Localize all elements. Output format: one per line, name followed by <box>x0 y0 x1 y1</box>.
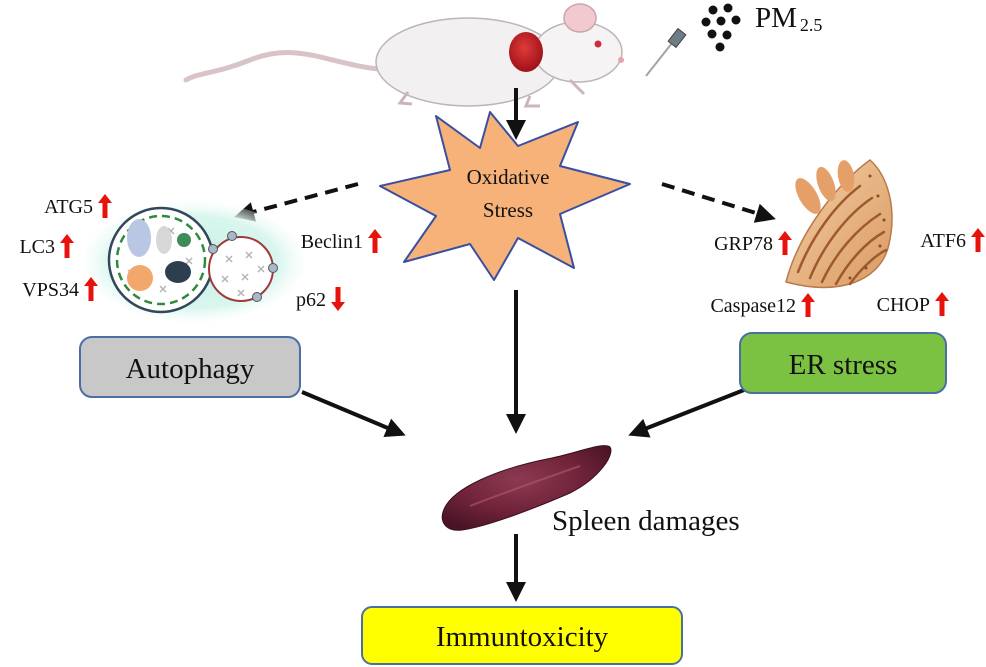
endoplasmic-reticulum-illustration <box>785 159 893 289</box>
oxidative-stress-line1: Oxidative <box>467 165 550 189</box>
marker-lc3: LC3 <box>19 234 74 258</box>
mouse-leg <box>523 95 540 108</box>
mouse-leg <box>568 78 586 96</box>
mouse-ear <box>563 3 597 33</box>
up-arrow-icon <box>60 234 74 258</box>
mouse-nose <box>618 57 624 63</box>
up-arrow-icon <box>971 228 985 252</box>
up-arrow-icon <box>368 229 382 253</box>
er-stress-box <box>739 332 947 394</box>
arrow-stress-to-er <box>661 182 776 223</box>
up-arrow-icon <box>84 277 98 301</box>
autophagosome-illustration <box>84 202 304 322</box>
immunotoxicity-label: Immuntoxicity <box>436 621 609 653</box>
marker-caspase12: Caspase12 <box>710 293 815 317</box>
marker-label: ATF6 <box>920 230 966 252</box>
marker-chop: CHOP <box>877 292 949 316</box>
mouse-eye <box>594 40 602 48</box>
marker-label: GRP78 <box>714 233 773 255</box>
mouse-leg <box>397 91 413 106</box>
syringe-icon <box>645 27 687 77</box>
exposure-wound <box>509 32 543 72</box>
marker-label: Caspase12 <box>710 295 796 317</box>
pm-particles-icon <box>701 3 741 52</box>
down-arrow-icon <box>331 287 345 311</box>
up-arrow-icon <box>98 194 112 218</box>
up-arrow-icon <box>778 231 792 255</box>
mouse-tail <box>183 50 391 83</box>
autophagy-box <box>79 336 301 398</box>
oxidative-stress-line2: Stress <box>483 198 533 222</box>
marker-label: VPS34 <box>22 279 79 301</box>
marker-label: LC3 <box>19 236 55 258</box>
autophagy-markers: ATG5 LC3 VPS34 Beclin1 p62 <box>19 194 382 311</box>
er-stress-label: ER stress <box>789 349 898 381</box>
spleen-illustration <box>441 445 612 531</box>
oxidative-stress-burst <box>379 111 631 281</box>
immunotoxicity-box <box>361 606 683 665</box>
up-arrow-icon <box>801 293 815 317</box>
marker-label: CHOP <box>877 294 930 316</box>
marker-beclin1: Beclin1 <box>301 229 382 253</box>
arrow-er-to-spleen <box>628 388 745 438</box>
marker-p62: p62 <box>296 287 345 311</box>
autophagy-label: Autophagy <box>126 353 255 385</box>
marker-label: Beclin1 <box>301 231 363 253</box>
up-arrow-icon <box>935 292 949 316</box>
mouse-illustration <box>183 3 687 108</box>
arrow-stress-to-autophagy <box>234 182 359 222</box>
arrow-autophagy-to-spleen <box>301 390 406 438</box>
marker-vps34: VPS34 <box>22 277 98 301</box>
marker-atg5: ATG5 <box>44 194 112 218</box>
marker-label: ATG5 <box>44 196 93 218</box>
spleen-damages-label: Spleen damages <box>552 505 740 537</box>
marker-grp78: GRP78 <box>714 231 792 255</box>
marker-atf6: ATF6 <box>920 228 985 252</box>
er-stress-markers: GRP78 ATF6 Caspase12 CHOP <box>710 228 985 317</box>
marker-label: p62 <box>296 289 326 311</box>
